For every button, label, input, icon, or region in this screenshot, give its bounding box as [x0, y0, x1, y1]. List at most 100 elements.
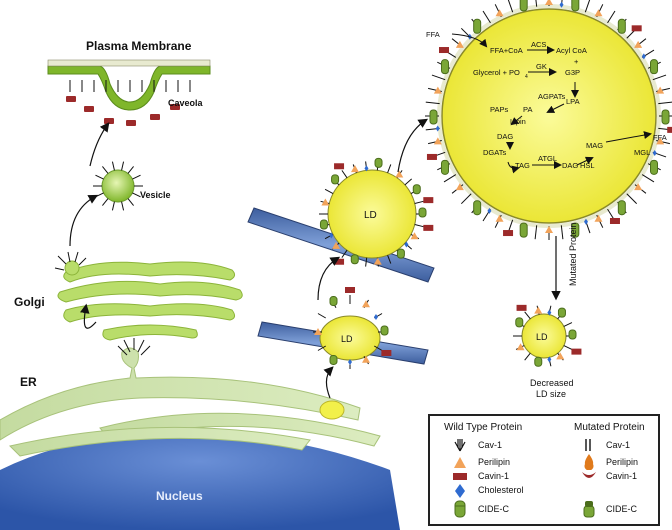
cavin1-protein [423, 197, 434, 204]
pathway-gk: GK [536, 62, 547, 71]
perilipin-protein [350, 165, 359, 173]
cholesterol-molecule [373, 314, 378, 320]
perilipin-protein [545, 0, 553, 5]
cholesterol-molecule [348, 359, 352, 365]
pathway-arrows [451, 33, 652, 174]
cav1-spike [534, 225, 538, 240]
cav1-spike [317, 313, 327, 319]
perilipin-mutated-icon [584, 454, 594, 470]
perilipin-protein [362, 300, 370, 308]
cidec-protein [571, 222, 580, 238]
cav1-spike [373, 345, 383, 351]
pathway-paps: PAPs [490, 105, 508, 114]
cav1-spike [365, 257, 368, 267]
ld-to-large-ld-arrow [397, 118, 429, 173]
cav1-spike [341, 249, 348, 258]
cholesterol-molecule [435, 125, 440, 132]
legend-wild-title: Wild Type Protein [444, 422, 523, 433]
cholesterol-molecule [641, 53, 646, 60]
perilipin-protein [321, 198, 330, 206]
perilipin-protein [656, 86, 665, 94]
vesicle [101, 169, 135, 203]
cav1-spike [584, 0, 591, 13]
perilipin-protein [332, 241, 341, 249]
er-channel-upper [247, 169, 435, 283]
label-caveola: Caveola [168, 98, 204, 108]
cavin1-protein [667, 126, 672, 133]
legend-wild-item-4: CIDE-C [478, 504, 509, 514]
cidec-protein [329, 354, 338, 365]
cav1-spike [121, 201, 125, 211]
legend-mutated-item-1: Perilipin [606, 457, 639, 467]
ld-protein-coat [425, 0, 672, 240]
legend-wild-item-3: Cholesterol [478, 485, 524, 495]
label-ld-small: LD [341, 334, 353, 344]
perilipin-protein [556, 352, 565, 360]
cav1-spike [641, 174, 655, 183]
cholesterol-icon [455, 484, 465, 498]
cav1-spike [535, 0, 538, 7]
cav1-spike [127, 166, 134, 174]
perilipin-protein [516, 343, 525, 351]
cav1-spike [431, 74, 446, 81]
cav1-spike [560, 225, 564, 240]
cidec-protein [568, 329, 577, 340]
legend-mutated-item-3: CIDE-C [606, 504, 637, 514]
legend-mutated-title: Mutated Protein [574, 422, 645, 433]
ld-protein-coat [313, 287, 392, 369]
cidec-protein [519, 0, 528, 12]
perilipin-protein [495, 9, 504, 17]
pathway-acyl-coa: Acyl CoA [556, 46, 587, 55]
cavin1-protein [503, 230, 514, 237]
perilipin-protein [594, 9, 603, 17]
cidec-protein [515, 317, 524, 328]
cav1-spike [607, 10, 616, 24]
perilipin-protein [656, 137, 665, 145]
endoplasmic-reticulum [0, 347, 381, 457]
cidec-icon [454, 500, 466, 518]
cav1-spike [132, 192, 141, 198]
cholesterol-molecule [364, 165, 369, 172]
perilipin-protein [495, 214, 504, 222]
cav1-spike [95, 192, 104, 198]
cidec-protein [440, 159, 449, 175]
cav1-spike [443, 174, 457, 183]
perilipin-protein [534, 306, 543, 314]
cav1-spike [524, 311, 531, 320]
cavin1-protein [516, 304, 527, 311]
er-to-golgi-arrow [80, 303, 97, 329]
nucleus [0, 431, 400, 530]
legend-mutated-item-2: Cavin-1 [606, 471, 638, 481]
pathway-glycerol: Glycerol + PO [473, 68, 520, 77]
pathway-tag: TAG [515, 161, 530, 170]
perilipin-protein [545, 226, 553, 233]
cidec-protein [650, 59, 659, 75]
cholesterol-molecule [547, 309, 552, 316]
perilipin-protein [314, 328, 322, 335]
cav1-spike [341, 170, 348, 179]
large-lipid-droplet [437, 4, 661, 228]
cav1-spike [524, 352, 531, 361]
cidec-protein [418, 207, 427, 218]
label-decreased: Decreased [530, 378, 574, 388]
cav1-spike [652, 74, 667, 81]
label-ld-medium: LD [364, 210, 377, 221]
perilipin-protein [634, 183, 643, 191]
perilipin-icon [454, 457, 466, 468]
cav1-spike [132, 174, 141, 180]
cidec-protein [440, 59, 449, 75]
cholesterol-molecule [547, 356, 552, 363]
cidec-protein [519, 222, 528, 238]
perilipin-protein [395, 170, 404, 178]
cidec-protein [571, 0, 580, 12]
cholesterol-molecule [652, 149, 657, 156]
perilipin-protein [373, 257, 382, 265]
cavin1-icon [453, 473, 467, 480]
cavin1-protein [571, 348, 582, 355]
cavin1-protein [345, 287, 355, 293]
cidec-protein [380, 325, 389, 336]
cav1-spike [658, 101, 672, 105]
cav1-spike [414, 224, 424, 228]
perilipin-protein [410, 232, 419, 240]
